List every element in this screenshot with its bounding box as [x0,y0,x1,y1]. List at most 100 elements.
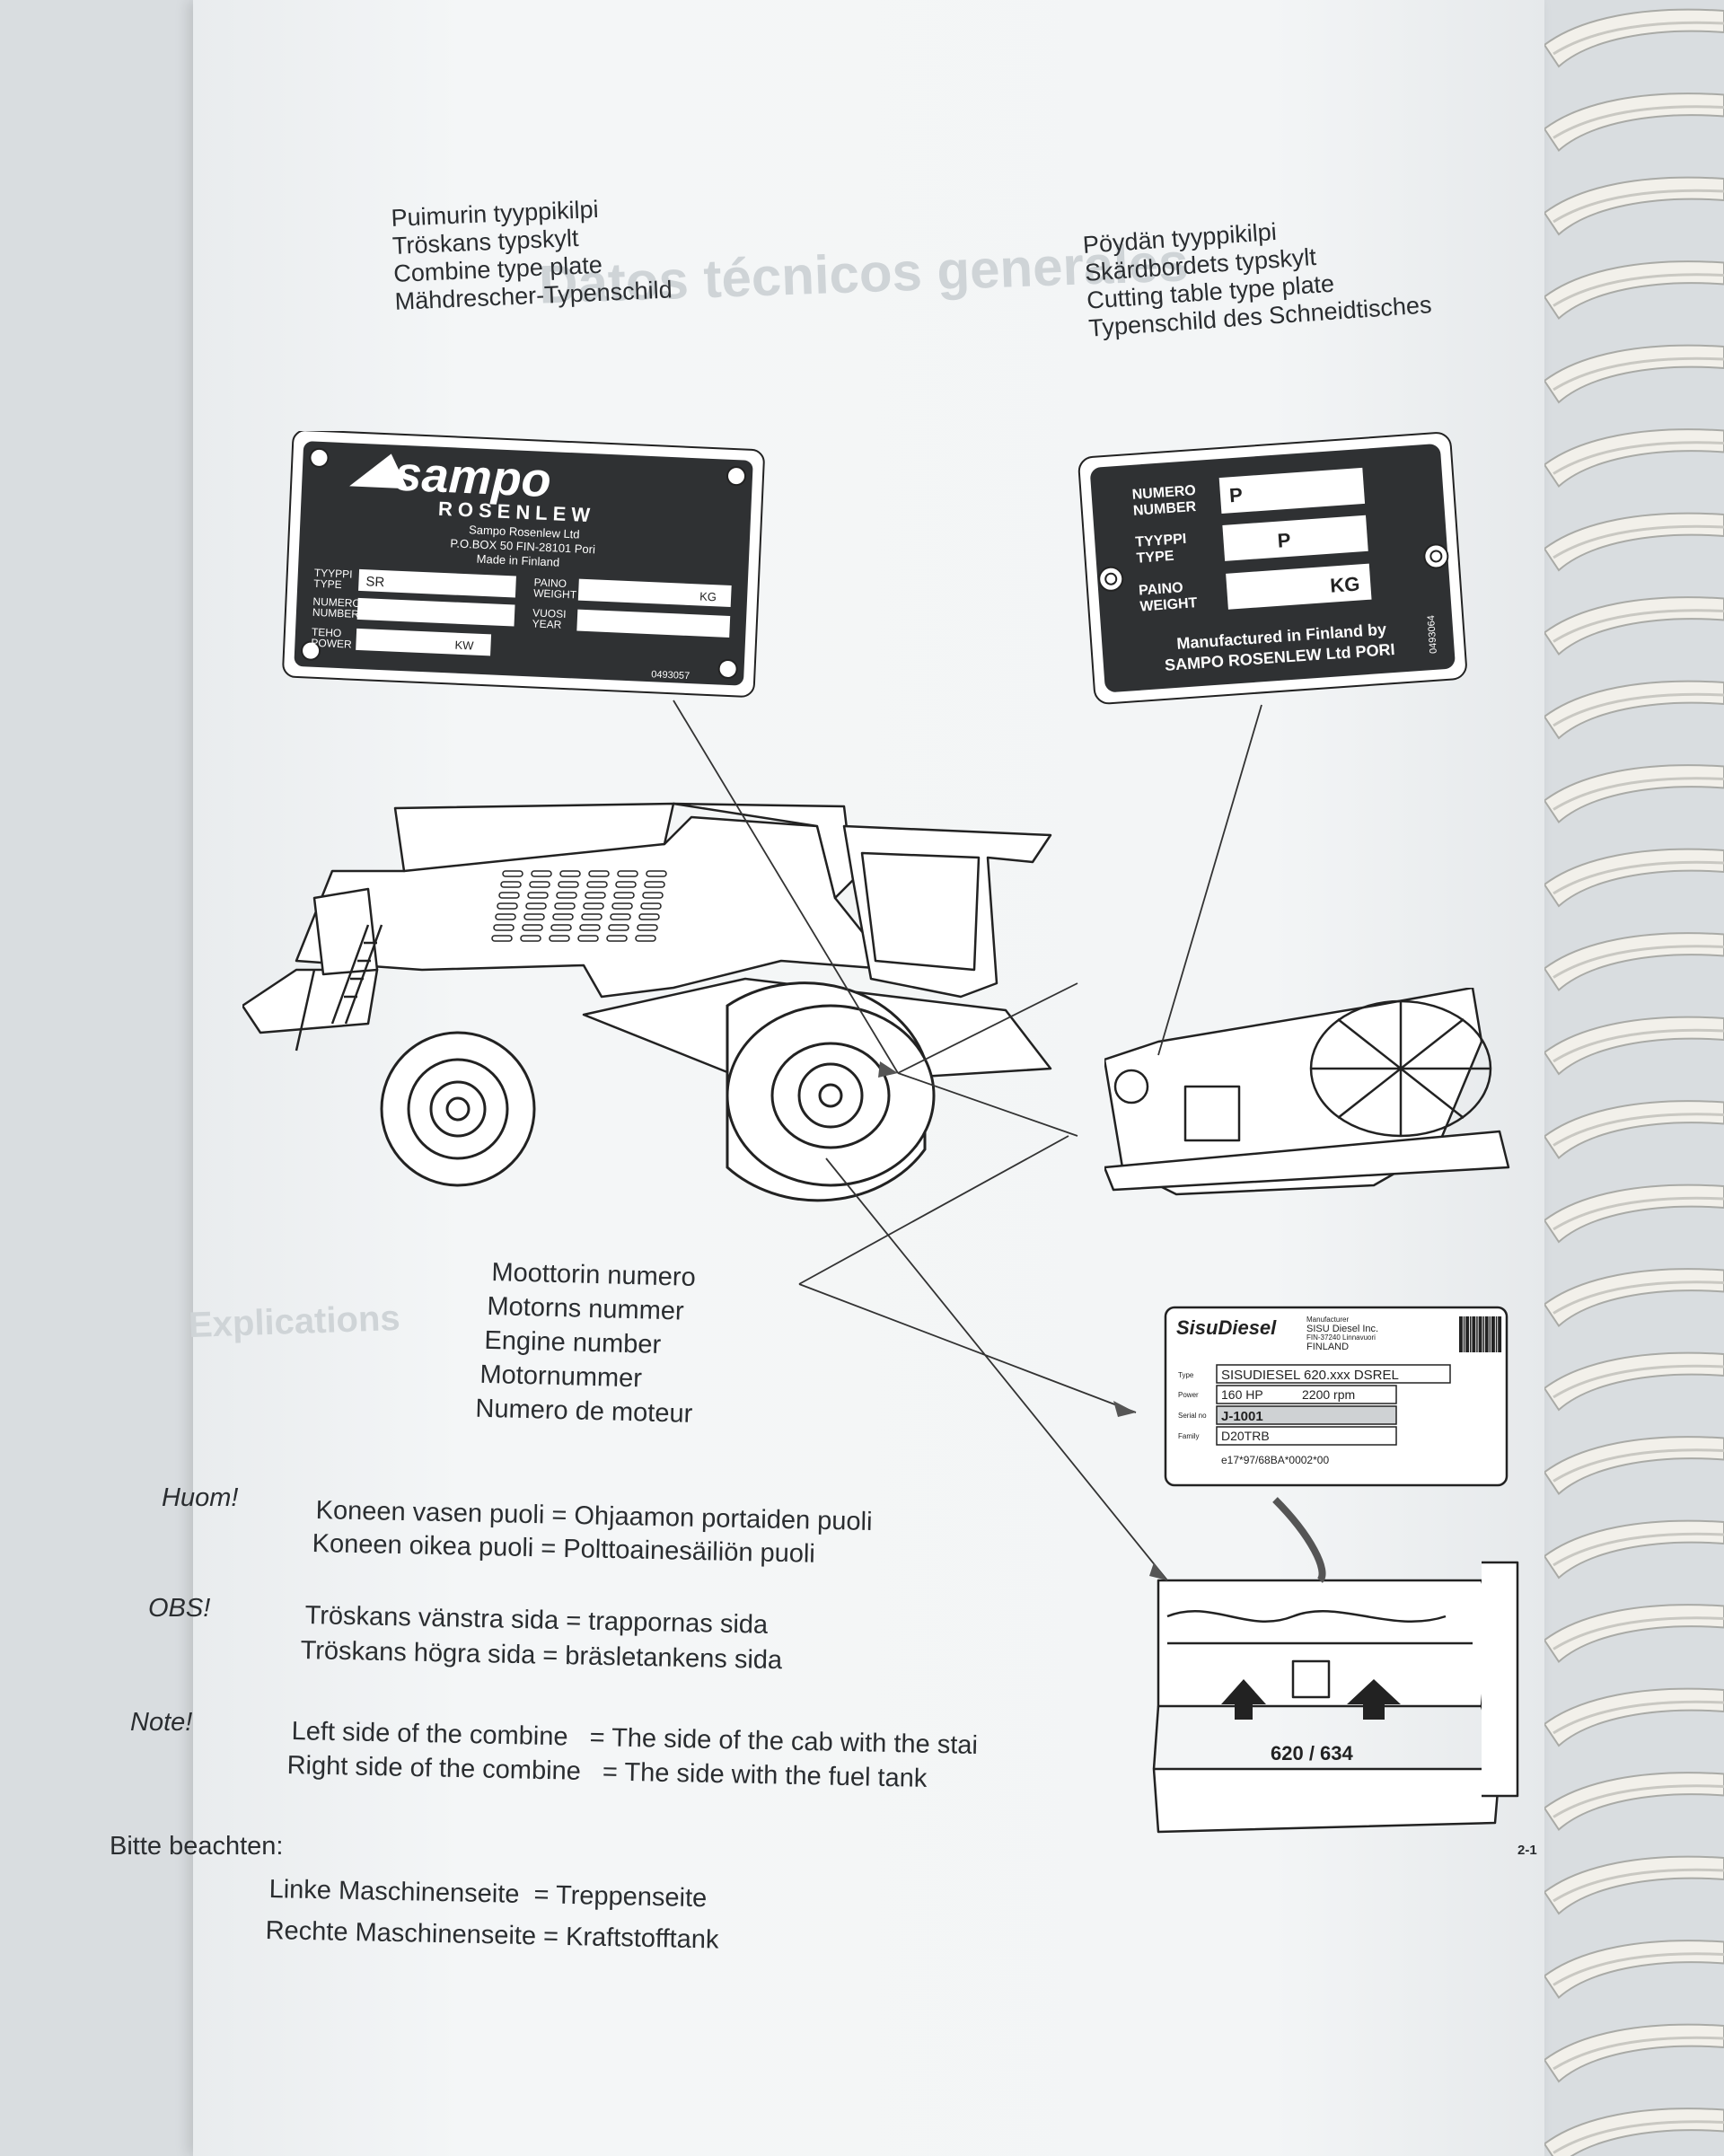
grille-slot [617,870,638,877]
grille-slot [558,881,579,888]
barcode-bar [1461,1316,1463,1352]
grille-slot [642,892,664,899]
arrowhead-icon [878,1061,898,1078]
plate-label: POWER [311,637,352,651]
ring-highlight [1552,1616,1724,1650]
grille-slot [554,902,576,910]
barcode-bar [1470,1316,1472,1352]
engine-plate-label: Family [1178,1432,1200,1440]
grille-slot [549,935,570,942]
ring-highlight [1552,1784,1724,1818]
grille-slot [523,913,545,920]
barcode-bar [1500,1316,1502,1352]
barcode-bar [1472,1316,1475,1352]
ring-highlight [1552,524,1724,559]
grille-slot [559,870,581,877]
grille-slot [525,902,547,910]
ring-highlight [1552,1700,1724,1735]
barcode-bar [1495,1316,1498,1352]
binding-ring [1544,2108,1724,2156]
plate-label: WEIGHT [1139,595,1198,614]
barcode-bar [1493,1316,1495,1352]
ring-highlight [1552,2120,1724,2154]
plate-label: PAINO [1139,580,1184,598]
barcode-bar [1467,1316,1470,1352]
grille-slot [498,892,520,899]
engine-family-value: D20TRB [1221,1429,1270,1443]
ring-highlight [1552,21,1724,56]
grille-slot [527,892,549,899]
leader-line [1157,704,1262,1056]
barcode-bar [1487,1316,1489,1352]
manifold [1166,1609,1447,1624]
grille-slot [493,924,515,931]
oil-pan [1152,1767,1501,1834]
cutting-table-drawing [1104,988,1510,1196]
grille-slot [608,924,629,931]
plate-address-line: Made in Finland [476,552,559,569]
engine-rpm-value: 2200 rpm [1302,1387,1355,1402]
ring-highlight [1552,1280,1724,1315]
rivet-icon [726,466,747,487]
grille-slot [610,913,631,920]
note-key-sv: OBS! [148,1594,211,1623]
barcode-bar [1484,1316,1488,1352]
barcode-bar [1465,1316,1469,1352]
gearbox [1183,1085,1241,1142]
caption-line: Numero de moteur [475,1394,693,1429]
barcode-bar [1482,1316,1484,1352]
engine-plate-label: Type [1178,1371,1194,1379]
plate-power-unit: KW [454,638,474,653]
grille-slot [613,892,635,899]
ladder [295,924,383,1052]
engine-plate-maker-line: FIN-37240 Linnavuori [1306,1333,1376,1342]
plate-label: TYYPPI [1135,532,1187,550]
barcode-bar [1478,1316,1482,1352]
plate-code: 0493064 [1426,615,1439,655]
grille-slot [579,924,601,931]
grille-slot [611,902,633,910]
grille-slot [531,870,552,877]
plate-label: TYYPPI [314,567,353,581]
ring-highlight [1552,1448,1724,1483]
ring-highlight [1552,273,1724,307]
grille-slot [497,902,518,910]
ring-highlight [1552,1868,1724,1903]
page-number: 2-1 [1517,1843,1537,1858]
rivet-icon [1423,543,1449,569]
rear-hood [312,887,379,976]
ring-highlight [1552,692,1724,727]
engine-plate-label: Power [1178,1391,1199,1399]
fuel-pump [1291,1659,1331,1699]
grille-slot [586,881,608,888]
plate-label: TEHO [312,626,342,639]
barcode-icon [1459,1316,1502,1352]
barcode-bar [1498,1316,1501,1352]
chopper-rear [242,968,379,1034]
plate-label: TYPE [1136,549,1174,567]
ring-highlight [1552,1952,1724,1986]
caption-line: Moottorin numero [491,1257,697,1292]
plate-type-value: SR [365,574,385,590]
ring-highlight [1552,945,1724,979]
engine-model-label: 620 / 634 [1271,1742,1354,1764]
engine-block-drawing: 620 / 634 [1152,1497,1519,1834]
grille-slot [585,892,606,899]
grille-slot [550,924,572,931]
rivet-icon [301,640,321,661]
grille-slot [491,935,513,942]
cutter-bar [1104,1130,1510,1192]
grille-slot [529,881,550,888]
barcode-bar [1476,1316,1478,1352]
ring-highlight [1552,189,1724,224]
plate-label: NUMERO [1131,483,1196,503]
cab-window [860,851,981,972]
ring-highlight [1552,1028,1724,1063]
leader-line [897,982,1078,1074]
plate-label: YEAR [532,617,562,630]
ring-highlight [1552,860,1724,895]
grille-slot [588,870,610,877]
grille-slot [495,913,516,920]
grille-slot [522,924,543,931]
